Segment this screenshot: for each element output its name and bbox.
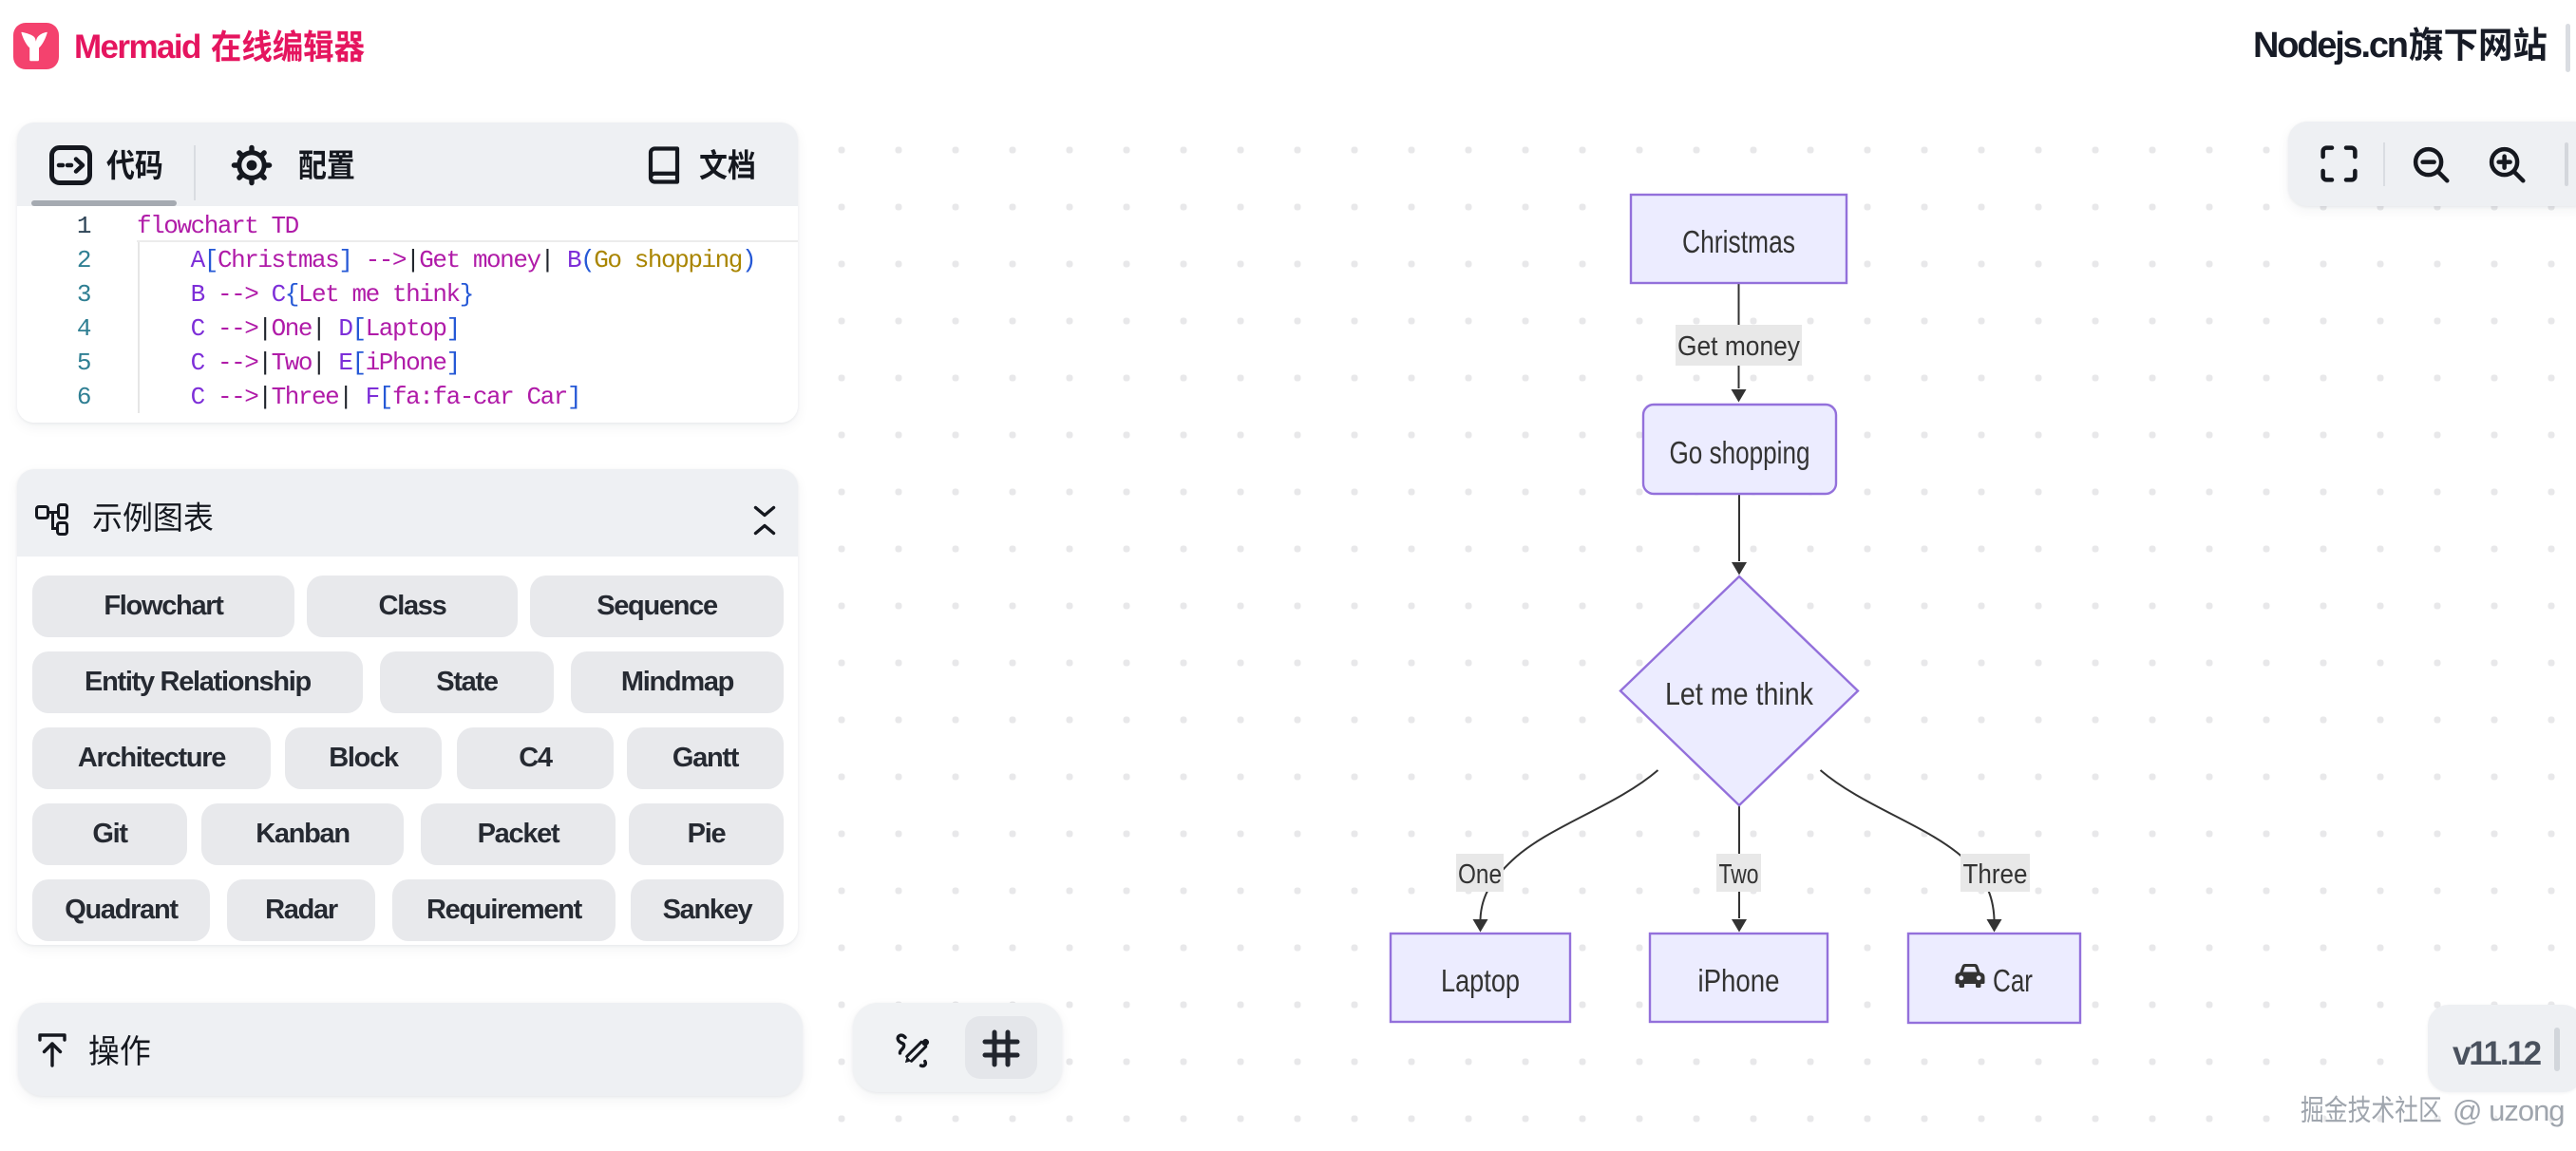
svg-text:Let me think: Let me think: [1665, 676, 1813, 711]
svg-text:Laptop: Laptop: [1441, 963, 1520, 998]
svg-text:Christmas: Christmas: [1682, 224, 1795, 259]
svg-text:Three: Three: [1963, 859, 2028, 890]
svg-text:Two: Two: [1719, 859, 1759, 890]
svg-text:Get money: Get money: [1677, 331, 1800, 362]
svg-text:Car: Car: [1993, 963, 2033, 998]
svg-text:iPhone: iPhone: [1698, 963, 1780, 998]
svg-text:Go shopping: Go shopping: [1670, 435, 1810, 470]
svg-text:One: One: [1458, 859, 1502, 890]
